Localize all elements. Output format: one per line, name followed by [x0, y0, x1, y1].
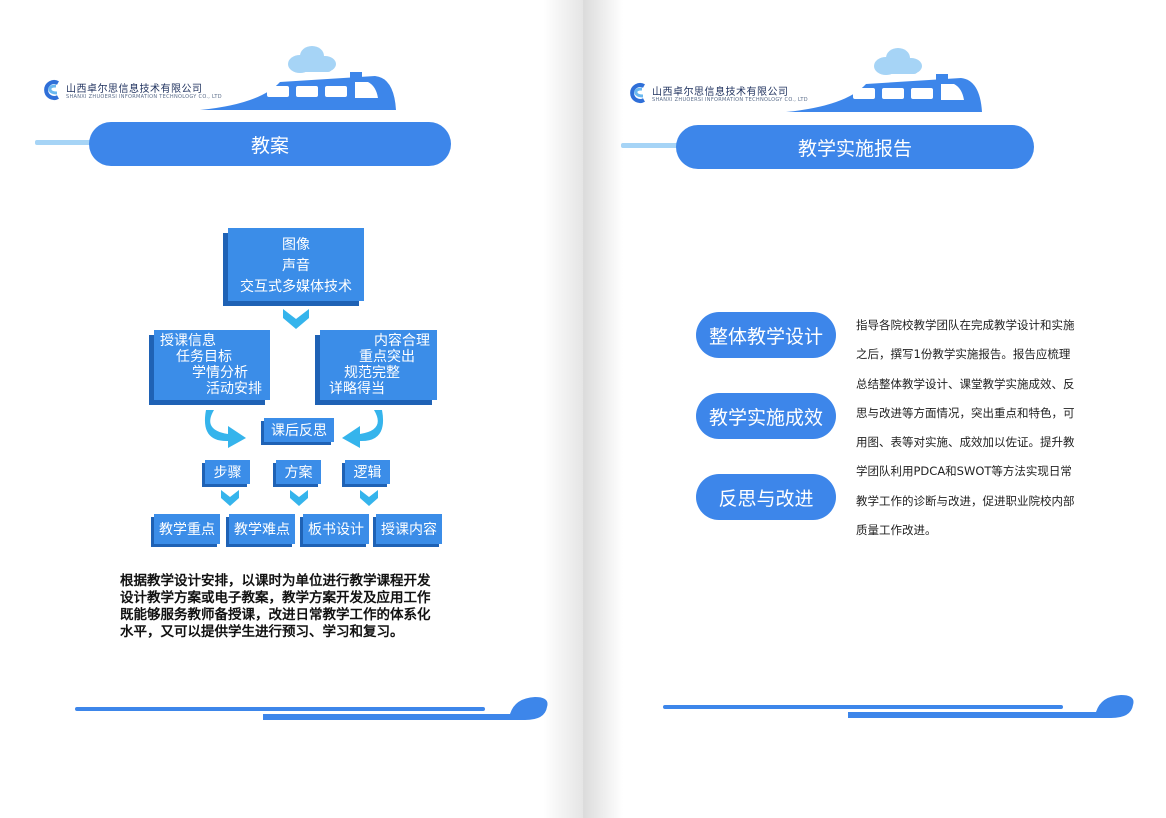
report-paragraph: 指导各院校教学团队在完成教学设计和实施 之后，撰写1份教学实施报告。报告应梳理 … — [856, 311, 1091, 545]
left-box-line: 活动安排 — [206, 381, 262, 397]
book-gutter-shadow — [583, 0, 623, 818]
mid-label: 步骤 — [205, 460, 250, 484]
company-logo-icon — [44, 80, 59, 100]
mid-label: 逻辑 — [345, 460, 390, 484]
curved-arrow-left-icon — [342, 410, 384, 448]
right-box-line: 重点突出 — [359, 349, 415, 365]
train-cloud-icon — [200, 46, 396, 110]
bottom-label: 教学重点 — [154, 514, 220, 544]
paragraph-line: 教学工作的诊断与改进，促进职业院校内部 — [856, 493, 1075, 508]
paragraph-line: 水平，又可以提供学生进行预习、学习和复习。 — [120, 624, 404, 640]
footer-decoration — [663, 695, 1134, 718]
right-page: 山西卓尔思信息技术有限公司 SHANXI ZHUOERSI INFORMATIO… — [583, 0, 1166, 818]
left-page: 山西卓尔思信息技术有限公司 SHANXI ZHUOERSI INFORMATIO… — [0, 0, 583, 818]
right-box-line: 内容合理 — [374, 333, 430, 349]
section-pill: 整体教学设计 — [696, 312, 836, 358]
book-gutter-shadow — [543, 0, 583, 818]
center-label: 课后反思 — [264, 418, 334, 442]
top-box-line: 声音 — [282, 258, 310, 274]
body-paragraph: 根据教学设计安排，以课时为单位进行教学课程开发 设计教学方案或电子教案，教学方案… — [120, 573, 480, 641]
title-accent-line — [621, 143, 681, 148]
paragraph-line: 学团队利用PDCA和SWOT等方法实现日常 — [856, 464, 1072, 479]
chevron-down-icon — [283, 309, 309, 329]
curved-arrow-right-icon — [204, 410, 246, 448]
train-cloud-icon — [786, 48, 982, 112]
page-title: 教案 — [89, 122, 451, 166]
chevron-down-icon — [221, 490, 239, 506]
section-pill: 教学实施成效 — [696, 393, 836, 439]
chevron-down-icon — [290, 490, 308, 506]
left-box-line: 学情分析 — [192, 365, 248, 381]
left-box-line: 授课信息 — [160, 333, 216, 349]
paragraph-line: 思与改进等方面情况，突出重点和特色，可 — [856, 405, 1075, 420]
paragraph-line: 之后，撰写1份教学实施报告。报告应梳理 — [856, 347, 1071, 362]
top-box-line: 交互式多媒体技术 — [240, 279, 352, 295]
paragraph-line: 质量工作改进。 — [856, 523, 937, 538]
section-pill: 反思与改进 — [696, 474, 836, 520]
page-title: 教学实施报告 — [676, 125, 1034, 169]
top-box-line: 图像 — [282, 237, 310, 253]
right-box-line: 详略得当 — [329, 381, 385, 397]
right-box-line: 规范完整 — [344, 365, 400, 381]
paragraph-line: 用图、表等对实施、成效加以佐证。提升教 — [856, 435, 1075, 450]
company-name: 山西卓尔思信息技术有限公司 — [66, 84, 203, 95]
paragraph-line: 根据教学设计安排，以课时为单位进行教学课程开发 — [120, 573, 431, 589]
paragraph-line: 既能够服务教师备授课，改进日常教学工作的体系化 — [120, 607, 431, 623]
company-name-en: SHANXI ZHUOERSI INFORMATION TECHNOLOGY C… — [652, 97, 808, 103]
right-box: 内容合理 重点突出 规范完整 详略得当 — [320, 330, 437, 400]
mid-label: 方案 — [276, 460, 321, 484]
paragraph-line: 设计教学方案或电子教案，教学方案开发及应用工作 — [120, 590, 431, 606]
bottom-label: 教学难点 — [229, 514, 295, 544]
paragraph-line: 总结整体教学设计、课堂教学实施成效、反 — [856, 376, 1075, 391]
bottom-label: 板书设计 — [303, 514, 369, 544]
paragraph-line: 指导各院校教学团队在完成教学设计和实施 — [856, 318, 1075, 332]
title-accent-line — [35, 140, 95, 145]
footer-decoration — [75, 697, 548, 720]
left-box: 授课信息 任务目标 学情分析 活动安排 — [154, 330, 270, 400]
company-name-en: SHANXI ZHUOERSI INFORMATION TECHNOLOGY C… — [66, 94, 222, 100]
top-box: 图像 声音 交互式多媒体技术 — [228, 228, 364, 301]
chevron-down-icon — [360, 490, 378, 506]
left-box-line: 任务目标 — [176, 349, 232, 365]
company-logo-icon — [630, 83, 645, 103]
company-name: 山西卓尔思信息技术有限公司 — [652, 87, 789, 98]
bottom-label: 授课内容 — [376, 514, 442, 544]
